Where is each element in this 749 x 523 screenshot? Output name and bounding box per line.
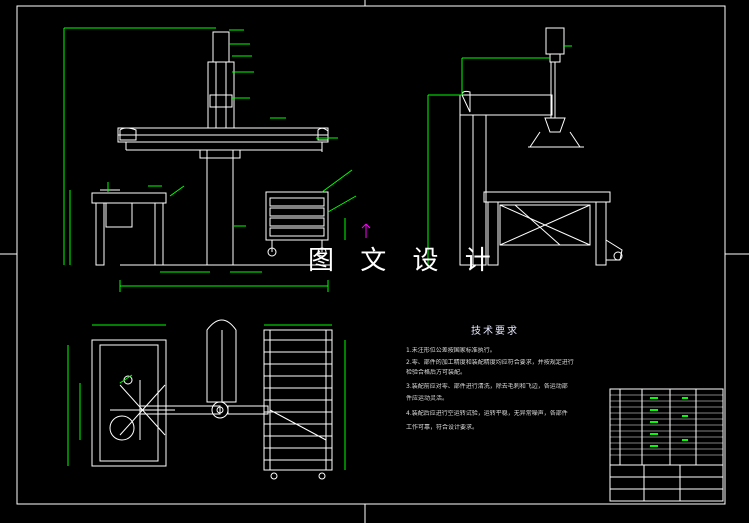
view-arrow-marker [361, 223, 371, 238]
technical-requirement-line: 件应运动灵活。 [406, 395, 449, 402]
technical-requirement-line: 1.未注形位公差按国家标准执行。 [406, 347, 496, 354]
watermark-text: 图 文 设 计 [308, 246, 500, 276]
front-view [91, 31, 330, 266]
sheet-border [16, 5, 726, 505]
parts-list-green-marks [650, 397, 688, 447]
top-view-dimensions [67, 324, 346, 470]
technical-requirement-line: 2.零、部件的加工精度和装配精度均应符合要求，并按规定进行 [406, 359, 574, 366]
top-view [91, 319, 333, 480]
side-view-dimensions [427, 45, 572, 265]
technical-requirement-line: 4.装配后应进行空运转试验，运转平稳，无异常噪声，各部件 [406, 410, 568, 417]
front-view-dimensions [63, 27, 357, 292]
technical-requirement-line: 检验合格后方可装配。 [406, 369, 467, 376]
parts-list-rows [610, 394, 723, 456]
side-view [459, 27, 623, 266]
technical-requirements-title: 技术要求 [471, 326, 519, 337]
technical-requirement-line: 3.装配前应对零、部件进行清洗，除去毛刺和飞边，各运动部 [406, 383, 568, 390]
title-block [609, 388, 724, 502]
technical-requirement-line: 工作可靠，符合设计要求。 [406, 424, 479, 431]
